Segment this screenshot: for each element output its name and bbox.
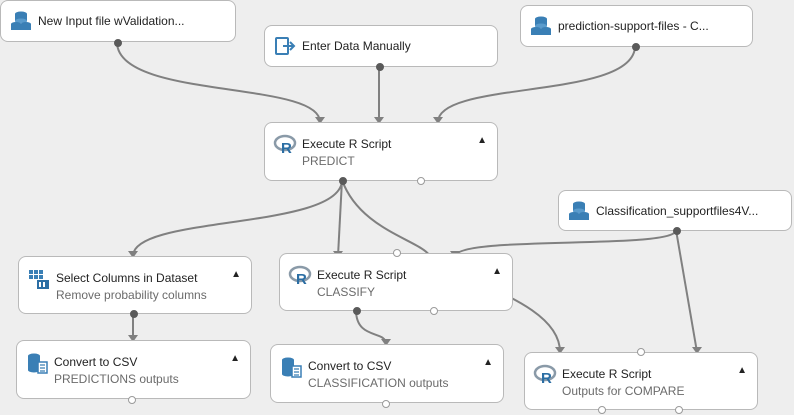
convert-csv-icon: [28, 353, 48, 374]
module-execute-r-classify[interactable]: R Execute R Script CLASSIFY ▲: [279, 249, 513, 315]
arrow-head: [128, 335, 138, 342]
module-subtitle: PREDICT: [302, 154, 355, 168]
module-enter-data[interactable]: Enter Data Manually: [264, 25, 498, 71]
module-title: Convert to CSV: [54, 355, 138, 369]
output-port[interactable]: [130, 310, 138, 318]
module-title: Classification_supportfiles4V...: [596, 204, 759, 218]
output-port[interactable]: [376, 63, 384, 71]
module-classification-support-files[interactable]: Classification_supportfiles4V...: [558, 190, 792, 235]
output-port[interactable]: [632, 43, 640, 51]
output-port[interactable]: [675, 406, 683, 414]
svg-text:R: R: [296, 271, 307, 288]
dataset-icon: [531, 16, 551, 35]
module-title: Execute R Script: [302, 137, 392, 151]
module-title: Execute R Script: [562, 367, 652, 381]
collapse-chevron-icon[interactable]: ▲: [230, 353, 240, 364]
module-subtitle: PREDICTIONS outputs: [54, 372, 179, 386]
arrow-head: [433, 117, 443, 124]
module-subtitle: CLASSIFY: [317, 285, 376, 299]
output-port[interactable]: [673, 227, 681, 235]
output-port[interactable]: [128, 396, 136, 404]
output-port[interactable]: [339, 177, 347, 185]
module-title: prediction-support-files - C...: [558, 19, 709, 33]
module-title: Execute R Script: [317, 268, 407, 282]
module-execute-r-predict[interactable]: R Execute R Script PREDICT ▲: [264, 122, 498, 185]
dataset-icon: [11, 11, 31, 30]
arrow-head: [555, 347, 565, 354]
arrow-head: [374, 117, 384, 124]
output-port[interactable]: [417, 177, 425, 185]
edge-predict-to-select: [132, 179, 343, 257]
module-title: Enter Data Manually: [302, 39, 411, 53]
r-script-icon: R: [273, 134, 297, 157]
edge-classsupport-to-classify: [454, 229, 677, 257]
arrow-head: [381, 339, 391, 346]
r-script-icon: R: [288, 265, 312, 288]
output-port[interactable]: [598, 406, 606, 414]
edge-predict-to-classify: [337, 179, 343, 257]
collapse-chevron-icon[interactable]: ▲: [231, 269, 241, 280]
module-execute-r-compare[interactable]: R Execute R Script Outputs for COMPARE ▲: [524, 348, 758, 414]
enter-data-icon: [275, 37, 296, 55]
module-subtitle: Remove probability columns: [56, 288, 207, 302]
arrow-head: [315, 117, 325, 124]
module-subtitle: Outputs for COMPARE: [562, 384, 685, 398]
module-convert-csv-classification[interactable]: Convert to CSV CLASSIFICATION outputs ▲: [270, 344, 504, 408]
module-prediction-support-files[interactable]: prediction-support-files - C...: [520, 5, 753, 51]
module-select-columns[interactable]: Select Columns in Dataset Remove probabi…: [18, 256, 252, 318]
module-convert-csv-predictions[interactable]: Convert to CSV PREDICTIONS outputs ▲: [16, 340, 251, 404]
input-port[interactable]: [393, 249, 401, 257]
edge-classsupport-to-compare: [675, 229, 698, 353]
edge-input-to-predict: [116, 41, 321, 123]
arrow-head: [692, 347, 702, 354]
collapse-chevron-icon[interactable]: ▲: [477, 135, 487, 146]
convert-csv-icon: [282, 357, 302, 378]
edge-classify-to-convert: [355, 309, 387, 345]
module-title: Convert to CSV: [308, 359, 392, 373]
collapse-chevron-icon[interactable]: ▲: [737, 365, 747, 376]
svg-text:R: R: [541, 370, 552, 387]
output-port[interactable]: [382, 400, 390, 408]
module-title: New Input file wValidation...: [38, 14, 185, 28]
output-port[interactable]: [353, 307, 361, 315]
svg-text:R: R: [281, 140, 292, 157]
arrow-head: [128, 251, 138, 258]
module-input-file[interactable]: New Input file wValidation...: [0, 0, 236, 47]
collapse-chevron-icon[interactable]: ▲: [483, 357, 493, 368]
output-port[interactable]: [114, 39, 122, 47]
r-script-icon: R: [533, 364, 557, 387]
collapse-chevron-icon[interactable]: ▲: [492, 266, 502, 277]
output-port[interactable]: [430, 307, 438, 315]
edge-support-to-predict: [437, 45, 636, 123]
module-title: Select Columns in Dataset: [56, 271, 198, 285]
select-columns-icon: [29, 270, 49, 289]
input-port[interactable]: [637, 348, 645, 356]
dataset-icon: [569, 201, 589, 220]
module-subtitle: CLASSIFICATION outputs: [308, 376, 449, 390]
